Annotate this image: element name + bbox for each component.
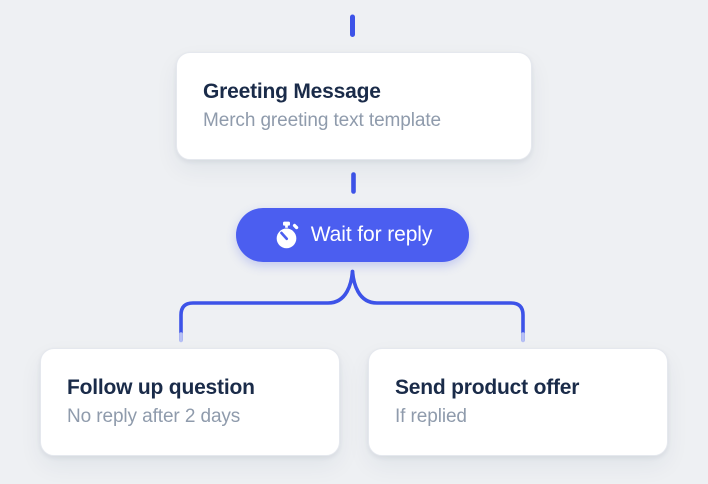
greeting-node-subtitle: Merch greeting text template	[203, 110, 441, 132]
branch-brace-left	[179, 269, 355, 342]
wait-for-reply-button[interactable]: Wait for reply	[236, 208, 469, 262]
follow-up-question-node[interactable]: Follow up question No reply after 2 days	[40, 348, 340, 456]
followup-node-subtitle: No reply after 2 days	[67, 406, 241, 428]
followup-node-title: Follow up question	[67, 376, 255, 400]
offer-node-title: Send product offer	[395, 376, 580, 400]
offer-node-subtitle: If replied	[395, 406, 467, 428]
branch-brace-right	[350, 269, 525, 342]
send-product-offer-node[interactable]: Send product offer If replied	[368, 348, 668, 456]
greeting-message-node[interactable]: Greeting Message Merch greeting text tem…	[176, 52, 532, 160]
stopwatch-icon	[276, 221, 298, 248]
greeting-node-title: Greeting Message	[203, 80, 381, 104]
wait-for-reply-label: Wait for reply	[310, 223, 433, 246]
